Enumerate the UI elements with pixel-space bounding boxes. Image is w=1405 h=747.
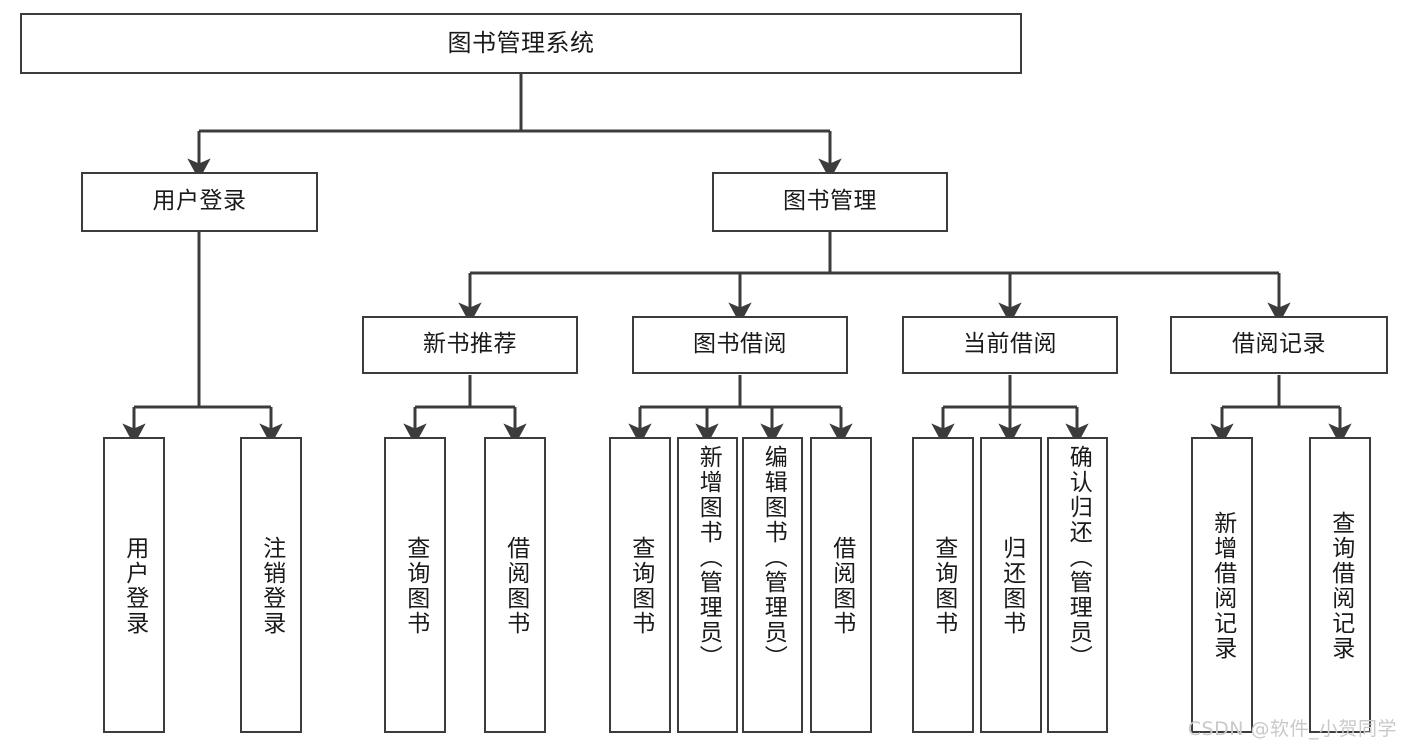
node-leaf-query-record[interactable]: 查询借阅记录 <box>1309 437 1371 733</box>
node-book-borrow[interactable]: 图书借阅 <box>632 316 848 374</box>
node-leaf-borrow-book-2[interactable]: 借阅图书 <box>810 437 872 733</box>
node-leaf-add-book-label: 新增图书（管理员） <box>695 445 722 670</box>
node-leaf-user-login[interactable]: 用户登录 <box>103 437 165 733</box>
node-leaf-query-book-2-label: 查询图书 <box>627 536 654 636</box>
node-leaf-confirm-return-label: 确认归还（管理员） <box>1065 445 1092 670</box>
node-root[interactable]: 图书管理系统 <box>20 13 1022 74</box>
node-leaf-user-logout[interactable]: 注销登录 <box>240 437 302 733</box>
node-leaf-query-record-label: 查询借阅记录 <box>1327 511 1354 661</box>
node-leaf-query-book-1-label: 查询图书 <box>402 536 429 636</box>
watermark-text: CSDN @软件_小贺同学 <box>1187 718 1397 740</box>
node-leaf-query-book-2[interactable]: 查询图书 <box>609 437 671 733</box>
node-leaf-add-record-label: 新增借阅记录 <box>1209 511 1236 661</box>
node-current-borrow[interactable]: 当前借阅 <box>902 316 1118 374</box>
node-leaf-edit-book[interactable]: 编辑图书（管理员） <box>742 437 803 733</box>
node-new-book-recommend-label: 新书推荐 <box>423 331 517 358</box>
node-leaf-query-book-3-label: 查询图书 <box>930 536 957 636</box>
node-new-book-recommend[interactable]: 新书推荐 <box>362 316 578 374</box>
node-leaf-user-logout-label: 注销登录 <box>258 536 285 636</box>
node-root-label: 图书管理系统 <box>447 29 595 58</box>
node-book-management-label: 图书管理 <box>783 188 877 215</box>
node-leaf-add-book[interactable]: 新增图书（管理员） <box>677 437 738 733</box>
node-user-login[interactable]: 用户登录 <box>81 172 318 232</box>
node-leaf-borrow-book-1[interactable]: 借阅图书 <box>484 437 546 733</box>
node-leaf-user-login-label: 用户登录 <box>121 536 148 636</box>
node-borrow-record[interactable]: 借阅记录 <box>1170 316 1388 374</box>
node-book-management[interactable]: 图书管理 <box>712 172 948 232</box>
node-current-borrow-label: 当前借阅 <box>963 331 1057 358</box>
node-leaf-query-book-1[interactable]: 查询图书 <box>384 437 446 733</box>
node-leaf-borrow-book-2-label: 借阅图书 <box>828 536 855 636</box>
node-leaf-borrow-book-1-label: 借阅图书 <box>502 536 529 636</box>
node-leaf-return-book-label: 归还图书 <box>998 536 1025 636</box>
node-borrow-record-label: 借阅记录 <box>1232 331 1326 358</box>
node-user-login-label: 用户登录 <box>152 188 247 215</box>
node-leaf-confirm-return[interactable]: 确认归还（管理员） <box>1047 437 1108 733</box>
node-leaf-query-book-3[interactable]: 查询图书 <box>912 437 974 733</box>
node-book-borrow-label: 图书借阅 <box>693 331 787 358</box>
node-leaf-return-book[interactable]: 归还图书 <box>980 437 1042 733</box>
node-leaf-add-record[interactable]: 新增借阅记录 <box>1191 437 1253 733</box>
node-leaf-edit-book-label: 编辑图书（管理员） <box>760 445 787 670</box>
